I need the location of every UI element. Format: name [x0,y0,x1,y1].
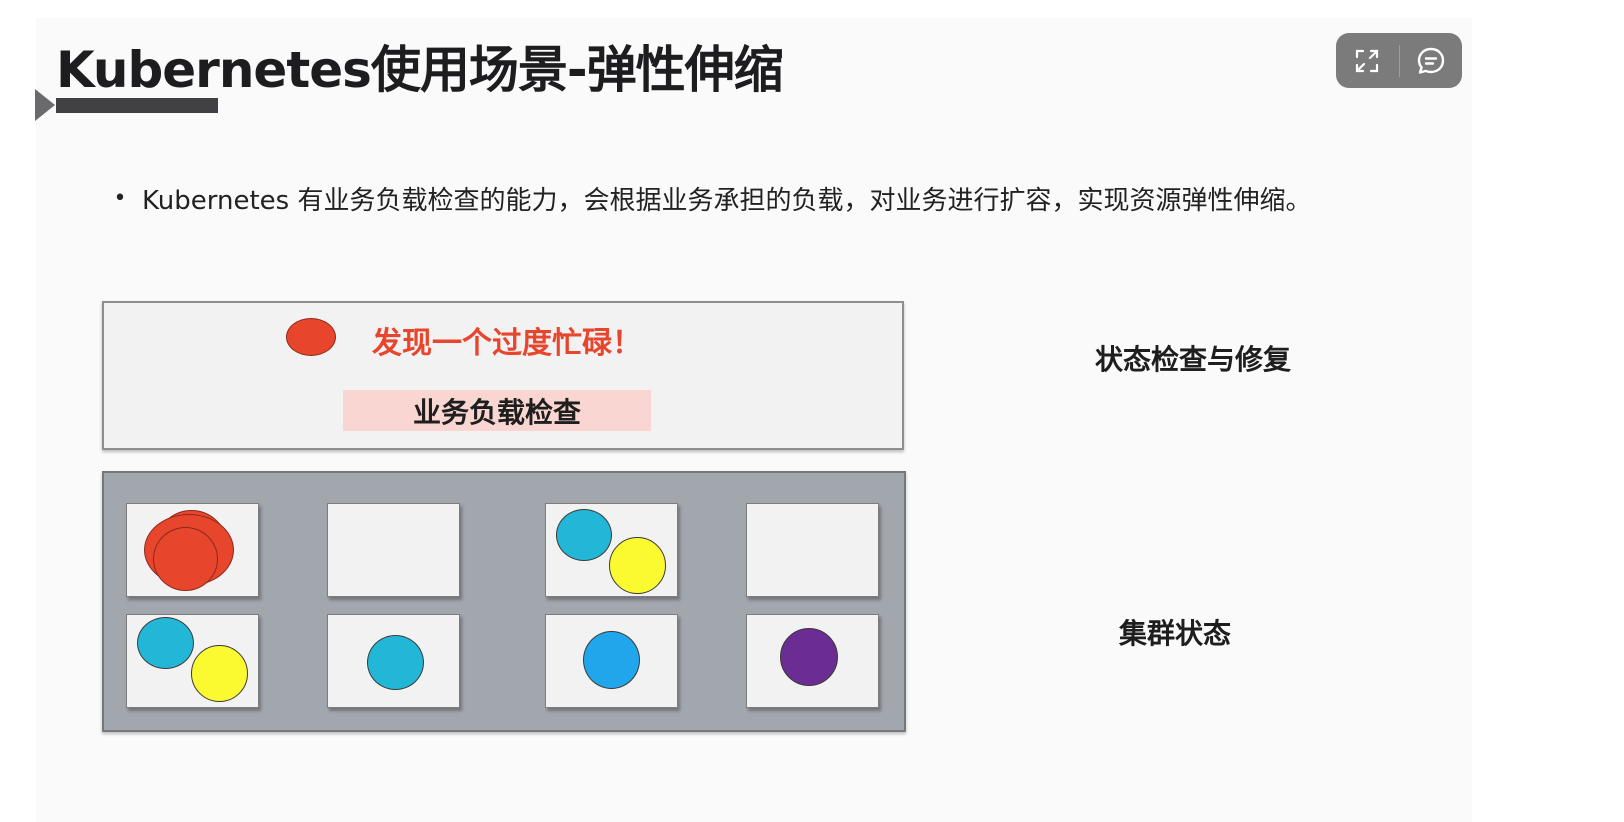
load-check-label: 业务负载检查 [343,390,651,431]
comment-button[interactable] [1399,33,1462,88]
alert-text: 发现一个过度忙碌！ [372,326,642,361]
pod-blue [583,631,640,689]
viewer-toolbar [1336,33,1462,88]
pod-purple [780,628,838,686]
cluster-status-label: 集群状态 [1119,617,1232,650]
pod-yellow [191,645,248,702]
pod-cyan [556,509,612,561]
toolbar-divider [1398,44,1400,77]
cluster-node [327,503,460,597]
title-accent-notch [35,89,55,121]
health-check-label: 状态检查与修复 [1095,343,1292,376]
cluster-node [746,503,879,597]
pod-yellow [609,537,666,594]
expand-icon [1356,49,1379,72]
bullet-marker: • [113,186,127,211]
busy-pod-indicator [286,318,336,356]
comment-icon [1417,47,1444,74]
pod-red [153,527,218,591]
bullet-item: • Kubernetes 有业务负载检查的能力，会根据业务承担的负载，对业务进行… [106,180,1312,217]
bullet-text: Kubernetes 有业务负载检查的能力，会根据业务承担的负载，对业务进行扩容… [142,186,1312,216]
pod-cyan [367,635,424,690]
fullscreen-button[interactable] [1336,33,1399,88]
pod-cyan [137,617,194,669]
title-underline [56,98,218,113]
page-title: Kubernetes使用场景-弹性伸缩 [56,41,784,99]
